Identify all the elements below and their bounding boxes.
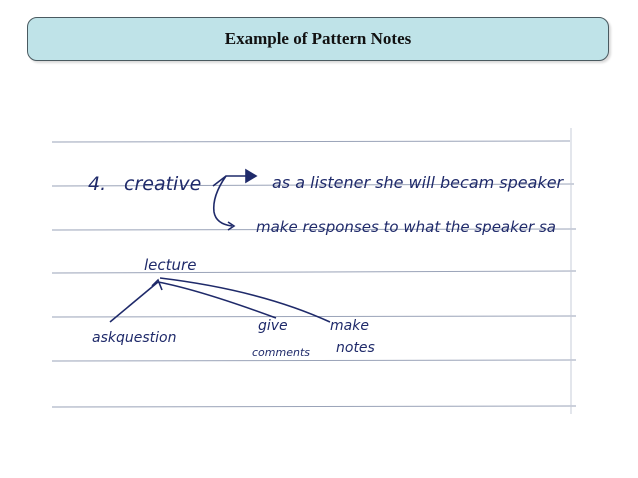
diagram-child-right-line1: make [330, 318, 369, 334]
slide-title-box: Example of Pattern Notes [27, 17, 609, 61]
diagram-child-mid-line1: give [258, 318, 288, 334]
branch-a-text: as a listener she will becam speaker [272, 173, 565, 192]
notebook-rules [51, 140, 577, 408]
diagram-child-left: askquestion [92, 330, 176, 346]
branch-b-text: make responses to what the speaker sa [256, 218, 556, 236]
diagram-child-right-line2: notes [336, 340, 375, 356]
note-word: creative [124, 173, 201, 195]
diagram-links [109, 277, 331, 323]
diagram-center: lecture [144, 256, 196, 274]
diagram-child-mid-line2: comments [252, 346, 310, 359]
note-number: 4. [88, 173, 106, 195]
slide-title: Example of Pattern Notes [224, 29, 412, 48]
branch-arrows [212, 168, 258, 231]
